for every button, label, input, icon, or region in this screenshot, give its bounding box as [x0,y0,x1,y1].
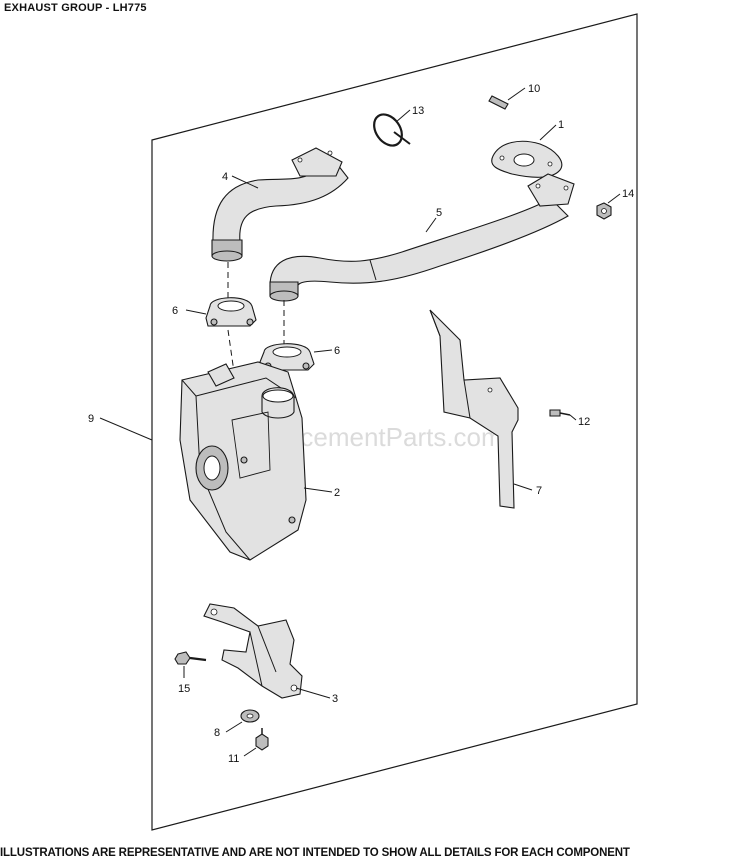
callout-8: 8 [214,727,220,739]
part-1-gasket[interactable] [491,140,563,178]
part-7-heat-shield[interactable] [429,309,519,509]
callout-6-upper: 6 [172,305,178,317]
callout-6-lower: 6 [334,345,340,357]
callout-10: 10 [528,83,540,95]
callout-14: 14 [622,188,634,200]
part-10-stud[interactable] [488,95,509,110]
callout-5: 5 [436,207,442,219]
callout-2: 2 [334,487,340,499]
part-6-clamp-upper[interactable] [205,297,257,327]
part-15-bolt[interactable] [174,651,207,665]
callout-1: 1 [558,119,564,131]
callout-7: 7 [536,485,542,497]
diagram-title: EXHAUST GROUP - LH775 [4,2,147,14]
callout-9: 9 [88,413,94,425]
part-4-exhaust-pipe[interactable] [211,147,349,262]
callout-4: 4 [222,171,228,183]
callout-15: 15 [178,683,190,695]
part-5-exhaust-pipe[interactable] [269,173,575,302]
part-11-nut[interactable] [255,728,269,751]
part-14-nut[interactable] [596,202,612,220]
part-2-muffler[interactable] [179,361,307,561]
part-12-screw[interactable] [549,409,571,417]
callout-11: 11 [228,753,239,765]
disclaimer-footer: ILLUSTRATIONS ARE REPRESENTATIVE AND ARE… [0,847,630,859]
part-3-bracket[interactable] [203,603,303,699]
callout-13: 13 [412,105,424,117]
part-8-washer[interactable] [240,709,260,723]
callout-3: 3 [332,693,338,705]
part-13-clip[interactable] [368,109,411,151]
callout-12: 12 [578,416,590,428]
